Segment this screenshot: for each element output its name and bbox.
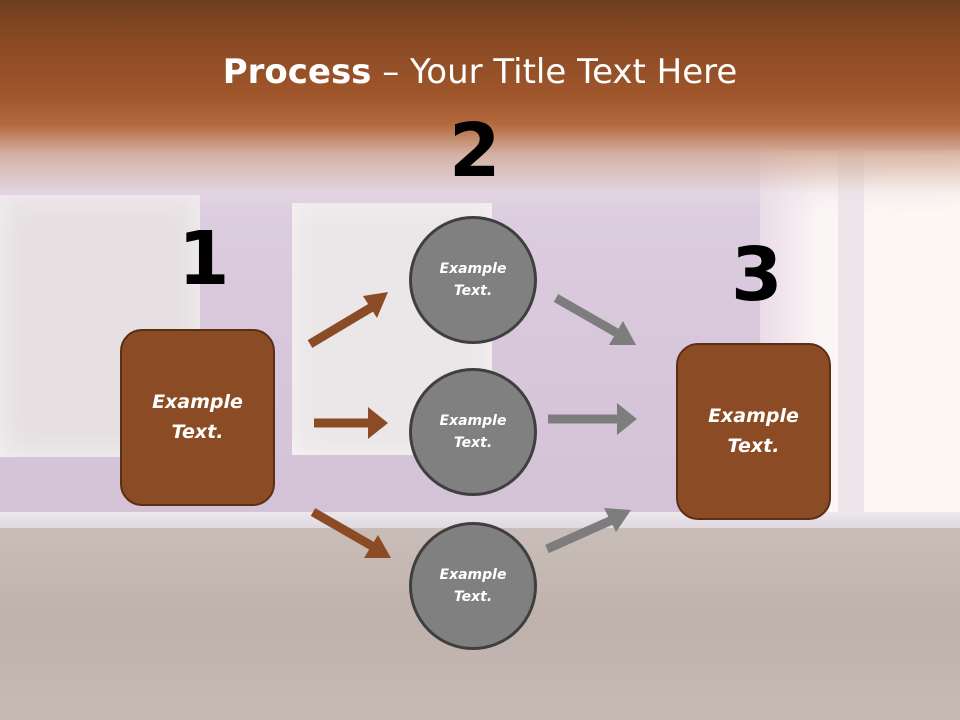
arrow-top-to-step3: [553, 294, 636, 345]
title-band: [0, 0, 960, 215]
arrow-bottom-to-step3: [545, 508, 631, 554]
arrow-step1-to-top: [307, 292, 388, 348]
step-3-text: Example Text.: [708, 405, 799, 457]
step-number-3: 3: [731, 232, 783, 318]
step-2-circle-top: Example Text.: [409, 216, 537, 344]
slide-title-bold: Process: [222, 52, 372, 92]
circle-text: Example Text.: [439, 412, 507, 451]
arrow-step1-to-bottom: [310, 508, 391, 558]
step-2-circle-middle: Example Text.: [409, 368, 537, 496]
arrow-step1-to-middle: [314, 407, 388, 439]
step-1-text: Example Text.: [152, 391, 243, 443]
step-2-circle-bottom: Example Text.: [409, 522, 537, 650]
step-3-box: Example Text.: [676, 343, 831, 520]
step-number-1: 1: [178, 216, 230, 302]
slide-title-rest: – Your Title Text Here: [371, 52, 738, 92]
circle-text: Example Text.: [439, 566, 507, 605]
circle-text: Example Text.: [439, 260, 507, 299]
step-number-2: 2: [449, 108, 501, 194]
step-1-box: Example Text.: [120, 329, 275, 506]
arrow-middle-to-step3: [548, 403, 637, 435]
slide-title: Process – Your Title Text Here: [0, 52, 960, 92]
